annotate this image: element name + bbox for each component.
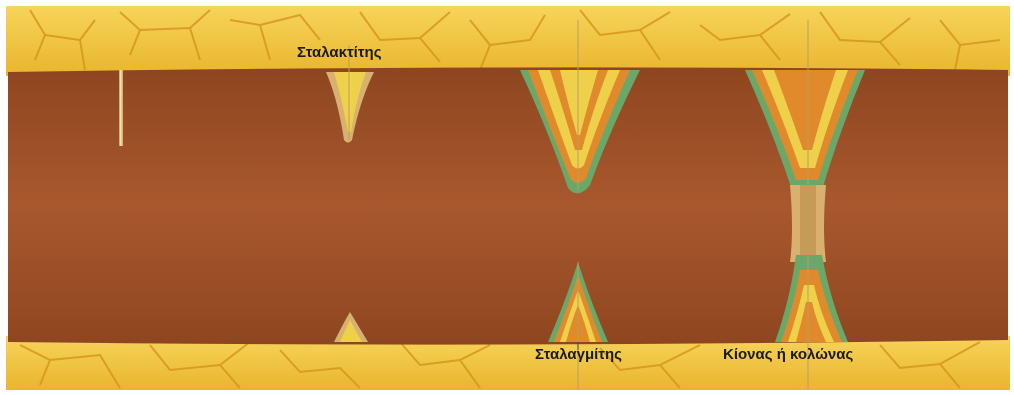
stalactite-label: Σταλακτίτης (297, 44, 382, 61)
drip-straw (119, 70, 123, 146)
stalagmite-label: Σταλαγμίτης (535, 346, 622, 363)
cave-chamber (8, 67, 1008, 344)
column-label: Κίονας ή κολώνας (723, 346, 853, 363)
